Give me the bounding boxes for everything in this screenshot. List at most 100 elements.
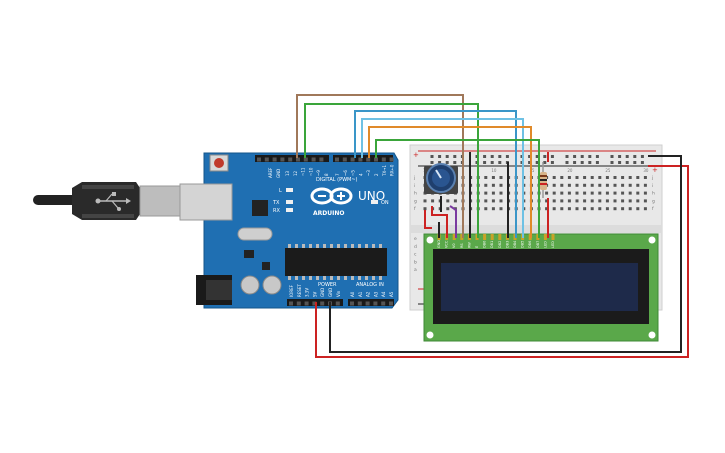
breadboard-hole[interactable] bbox=[590, 207, 594, 211]
breadboard-hole[interactable] bbox=[453, 199, 457, 203]
lcd-pin[interactable] bbox=[536, 234, 540, 240]
breadboard-hole[interactable] bbox=[552, 191, 556, 195]
breadboard-hole[interactable] bbox=[643, 199, 647, 203]
breadboard-hole[interactable] bbox=[491, 183, 495, 187]
breadboard-hole[interactable] bbox=[628, 191, 632, 195]
breadboard-hole[interactable] bbox=[583, 183, 587, 187]
rail-hole[interactable] bbox=[528, 155, 532, 158]
rail-hole[interactable] bbox=[483, 155, 487, 158]
header-hole[interactable] bbox=[296, 157, 300, 162]
rail-hole[interactable] bbox=[453, 155, 457, 158]
breadboard-hole[interactable] bbox=[575, 207, 579, 211]
breadboard-hole[interactable] bbox=[605, 191, 609, 195]
rail-hole[interactable] bbox=[490, 161, 494, 164]
header-hole[interactable] bbox=[389, 157, 394, 162]
rail-hole[interactable] bbox=[610, 161, 614, 164]
breadboard-hole[interactable] bbox=[643, 207, 647, 211]
breadboard-hole[interactable] bbox=[613, 183, 617, 187]
breadboard-hole[interactable] bbox=[499, 207, 503, 211]
breadboard-hole[interactable] bbox=[598, 191, 602, 195]
breadboard-hole[interactable] bbox=[598, 199, 602, 203]
breadboard-hole[interactable] bbox=[628, 176, 632, 179]
resistor[interactable] bbox=[540, 162, 547, 198]
wire-brown[interactable] bbox=[296, 94, 464, 238]
breadboard-hole[interactable] bbox=[598, 207, 602, 211]
header-hole[interactable] bbox=[311, 157, 316, 162]
breadboard-hole[interactable] bbox=[560, 176, 564, 179]
rail-hole[interactable] bbox=[490, 155, 494, 158]
breadboard-hole[interactable] bbox=[567, 191, 571, 195]
header-hole[interactable] bbox=[389, 301, 393, 306]
header-hole[interactable] bbox=[288, 157, 293, 162]
rail-hole[interactable] bbox=[483, 161, 487, 164]
rail-hole[interactable] bbox=[573, 155, 577, 158]
lcd-pin[interactable] bbox=[460, 234, 464, 240]
header-hole[interactable] bbox=[350, 157, 355, 162]
breadboard-hole[interactable] bbox=[621, 176, 625, 179]
wire-red-5v[interactable] bbox=[315, 165, 689, 358]
breadboard-hole[interactable] bbox=[605, 183, 609, 187]
header-hole[interactable] bbox=[320, 301, 325, 306]
wire-purple-v0[interactable] bbox=[449, 205, 457, 238]
header-hole[interactable] bbox=[366, 157, 371, 162]
wire-orange[interactable] bbox=[368, 126, 532, 238]
lcd-pin[interactable] bbox=[498, 234, 502, 240]
header-hole[interactable] bbox=[381, 157, 386, 162]
rail-hole[interactable] bbox=[505, 155, 509, 158]
breadboard-hole[interactable] bbox=[621, 207, 625, 211]
breadboard-hole[interactable] bbox=[590, 199, 594, 203]
breadboard-hole[interactable] bbox=[552, 199, 556, 203]
lcd-pin[interactable] bbox=[483, 234, 487, 240]
rail-hole[interactable] bbox=[588, 155, 592, 158]
breadboard-hole[interactable] bbox=[613, 207, 617, 211]
rail-hole[interactable] bbox=[453, 161, 457, 164]
breadboard-hole[interactable] bbox=[484, 207, 488, 211]
header-hole[interactable] bbox=[289, 301, 293, 306]
rail-hole[interactable] bbox=[550, 155, 554, 158]
header-hole[interactable] bbox=[296, 301, 301, 306]
header-hole[interactable] bbox=[365, 301, 370, 306]
header-hole[interactable] bbox=[357, 301, 362, 306]
rail-hole[interactable] bbox=[625, 155, 629, 158]
rail-hole[interactable] bbox=[543, 161, 547, 164]
breadboard-hole[interactable] bbox=[567, 207, 571, 211]
header-hole[interactable] bbox=[335, 301, 340, 306]
wire-black-gnd[interactable] bbox=[329, 155, 682, 353]
header-hole[interactable] bbox=[257, 157, 261, 162]
breadboard-hole[interactable] bbox=[491, 176, 495, 179]
wire-red-vcc[interactable] bbox=[431, 206, 448, 238]
rail-hole[interactable] bbox=[580, 155, 584, 158]
rail-hole[interactable] bbox=[580, 161, 584, 164]
breadboard-hole[interactable] bbox=[621, 191, 625, 195]
breadboard-hole[interactable] bbox=[423, 199, 427, 203]
rail-hole[interactable] bbox=[633, 161, 637, 164]
lcd-pin[interactable] bbox=[543, 234, 547, 240]
wire-green-2[interactable] bbox=[375, 139, 540, 238]
breadboard-hole[interactable] bbox=[590, 191, 594, 195]
breadboard-hole[interactable] bbox=[560, 191, 564, 195]
rail-hole[interactable] bbox=[573, 161, 577, 164]
header-hole[interactable] bbox=[335, 157, 339, 162]
wire-blue[interactable] bbox=[354, 110, 517, 238]
breadboard-hole[interactable] bbox=[491, 207, 495, 211]
breadboard-hole[interactable] bbox=[613, 176, 617, 179]
header-hole[interactable] bbox=[374, 157, 378, 162]
breadboard-hole[interactable] bbox=[567, 183, 571, 187]
breadboard-hole[interactable] bbox=[484, 176, 488, 179]
breadboard-hole[interactable] bbox=[423, 207, 427, 211]
rail-hole[interactable] bbox=[565, 161, 569, 164]
breadboard-hole[interactable] bbox=[621, 183, 625, 187]
breadboard-hole[interactable] bbox=[431, 199, 435, 203]
breadboard-hole[interactable] bbox=[567, 199, 571, 203]
reset-button[interactable] bbox=[214, 158, 224, 168]
breadboard-hole[interactable] bbox=[636, 176, 640, 179]
breadboard-hole[interactable] bbox=[621, 199, 625, 203]
rail-hole[interactable] bbox=[498, 155, 502, 158]
breadboard-hole[interactable] bbox=[613, 191, 617, 195]
wire-red-pot[interactable] bbox=[424, 210, 432, 229]
breadboard-hole[interactable] bbox=[590, 183, 594, 187]
rail-hole[interactable] bbox=[618, 155, 622, 158]
header-hole[interactable] bbox=[303, 157, 308, 162]
